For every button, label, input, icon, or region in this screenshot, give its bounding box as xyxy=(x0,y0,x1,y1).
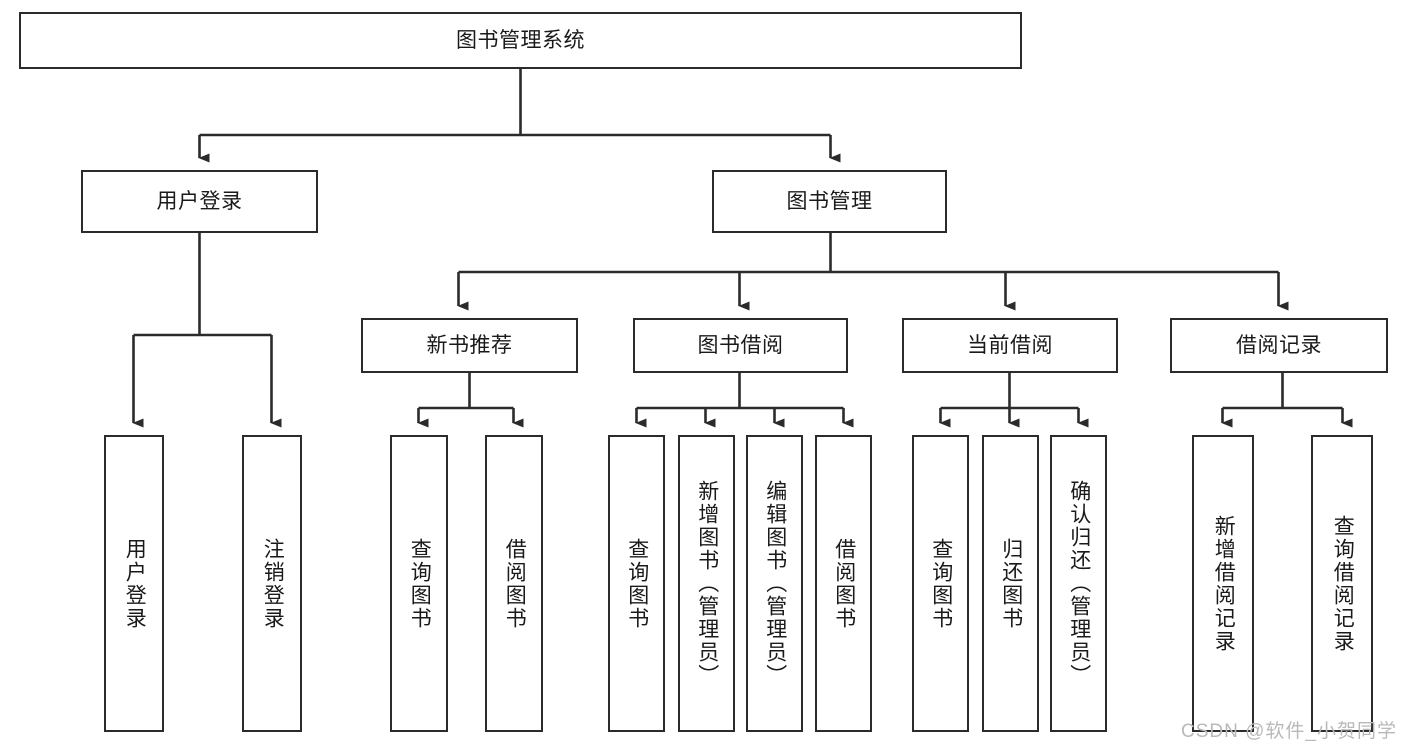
node-label: 注销登录 xyxy=(261,537,285,630)
node-leaf-query-book-borrow[interactable]: 查询图书 xyxy=(608,435,665,732)
node-label: 新书推荐 xyxy=(426,333,513,357)
node-label: 确认归还（管理员） xyxy=(1067,480,1091,687)
node-label: 当前借阅 xyxy=(967,333,1053,357)
node-label: 图书管理 xyxy=(786,189,873,213)
node-label: 归还图书 xyxy=(999,537,1023,630)
node-book-management-system[interactable]: 图书管理系统 xyxy=(19,12,1022,69)
node-label: 查询借阅记录 xyxy=(1331,514,1355,653)
node-label: 查询图书 xyxy=(408,537,432,630)
node-leaf-edit-book-admin[interactable]: 编辑图书（管理员） xyxy=(746,435,803,732)
node-leaf-borrow-book[interactable]: 借阅图书 xyxy=(815,435,872,732)
node-leaf-query-borrow-record[interactable]: 查询借阅记录 xyxy=(1311,435,1373,732)
node-book-management[interactable]: 图书管理 xyxy=(712,170,947,233)
node-leaf-add-book-admin[interactable]: 新增图书（管理员） xyxy=(678,435,735,732)
node-label: 借阅图书 xyxy=(503,537,527,630)
node-book-borrow[interactable]: 图书借阅 xyxy=(633,318,848,373)
node-new-book-recommend[interactable]: 新书推荐 xyxy=(361,318,578,373)
csdn-watermark: CSDN @软件_小贺同学 xyxy=(1181,721,1397,742)
node-label: 查询图书 xyxy=(929,537,953,630)
node-label: 查询图书 xyxy=(625,537,649,630)
node-leaf-user-login[interactable]: 用户登录 xyxy=(104,435,164,732)
node-label: 新增图书（管理员） xyxy=(695,480,719,687)
node-label: 图书借阅 xyxy=(697,333,784,357)
node-leaf-return-book[interactable]: 归还图书 xyxy=(982,435,1039,732)
node-borrow-record[interactable]: 借阅记录 xyxy=(1170,318,1388,373)
node-label: 新增借阅记录 xyxy=(1212,514,1236,653)
node-label: 图书管理系统 xyxy=(456,28,585,52)
node-label: 编辑图书（管理员） xyxy=(763,480,787,687)
node-leaf-query-book-current[interactable]: 查询图书 xyxy=(912,435,969,732)
node-current-borrow[interactable]: 当前借阅 xyxy=(902,318,1118,373)
node-leaf-logout[interactable]: 注销登录 xyxy=(242,435,302,732)
node-label: 用户登录 xyxy=(123,537,147,630)
node-label: 借阅图书 xyxy=(832,537,856,630)
node-user-login[interactable]: 用户登录 xyxy=(81,170,318,233)
node-leaf-add-borrow-record[interactable]: 新增借阅记录 xyxy=(1192,435,1254,732)
node-leaf-query-book-recommend[interactable]: 查询图书 xyxy=(390,435,448,732)
node-label: 借阅记录 xyxy=(1236,333,1322,357)
node-leaf-confirm-return-admin[interactable]: 确认归还（管理员） xyxy=(1050,435,1107,732)
node-leaf-borrow-book-recommend[interactable]: 借阅图书 xyxy=(485,435,543,732)
node-label: 用户登录 xyxy=(156,189,243,213)
